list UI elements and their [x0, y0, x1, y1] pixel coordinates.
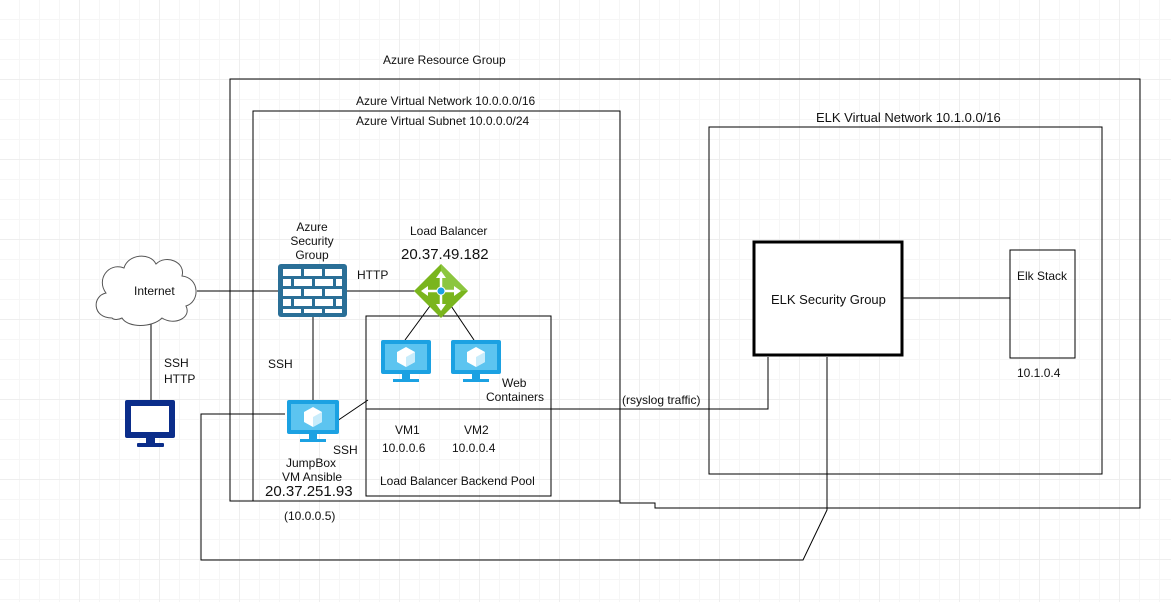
- http-label: HTTP: [357, 268, 389, 282]
- ssh-label: SSH: [268, 357, 293, 371]
- vm1-name: VM1: [395, 423, 420, 437]
- elk-stack-label: Elk Stack: [1017, 269, 1068, 283]
- elk-vnet-box: [708, 126, 1103, 475]
- jumpbox-vms-connection: [336, 399, 369, 422]
- syslog-connection: [366, 357, 769, 410]
- subnet-box: [252, 110, 621, 502]
- virtual-machine-icon: [381, 340, 431, 382]
- backend-pool-box: [365, 315, 552, 497]
- ssh-label: SSH: [164, 356, 189, 370]
- vnet-label: Azure Virtual Network 10.0.0.0/16: [356, 94, 536, 108]
- jumpbox-label-line1: JumpBox: [286, 456, 337, 470]
- monitor-icon: [125, 400, 175, 447]
- backend-pool-label: Load Balancer Backend Pool: [380, 474, 535, 488]
- elk-jumpbox-loop: [200, 357, 828, 561]
- elk-stack-box: [1009, 249, 1076, 359]
- ssh-label: SSH: [333, 443, 358, 457]
- load-balancer-ip: 20.37.49.182: [401, 246, 489, 263]
- virtual-machine-icon: [287, 400, 339, 442]
- web-containers-label-line2: Containers: [486, 390, 545, 404]
- virtual-machine-icon: [451, 340, 501, 382]
- elk-security-group-label: ELK Security Group: [771, 292, 886, 307]
- jumpbox-ip: 20.37.251.93: [265, 483, 353, 500]
- internet-label: Internet: [134, 284, 175, 298]
- web-containers-label-line1: Web: [502, 376, 527, 390]
- vm1-ip: 10.0.0.6: [382, 441, 426, 455]
- firewall-icon: [278, 264, 347, 317]
- syslog-label: (rsyslog traffic): [622, 393, 701, 407]
- cloud-icon: [95, 255, 197, 326]
- load-balancer-icon: [414, 264, 468, 318]
- security-group-label: Azure Security Group: [290, 220, 334, 262]
- vm2-name: VM2: [464, 423, 489, 437]
- vm2-ip: 10.0.0.4: [452, 441, 496, 455]
- elk-security-group-box: [752, 240, 904, 357]
- jumpbox-private-ip: (10.0.0.5): [284, 509, 336, 523]
- elk-vnet-label: ELK Virtual Network 10.1.0.0/16: [816, 110, 1001, 125]
- jumpbox-label-line2: VM Ansible: [282, 470, 343, 484]
- subnet-label: Azure Virtual Subnet 10.0.0.0/24: [356, 114, 530, 128]
- load-balancer-label: Load Balancer: [410, 224, 488, 238]
- elk-stack-ip: 10.1.0.4: [1017, 366, 1061, 380]
- resource-group-label: Azure Resource Group: [383, 53, 506, 67]
- http-label: HTTP: [164, 372, 196, 386]
